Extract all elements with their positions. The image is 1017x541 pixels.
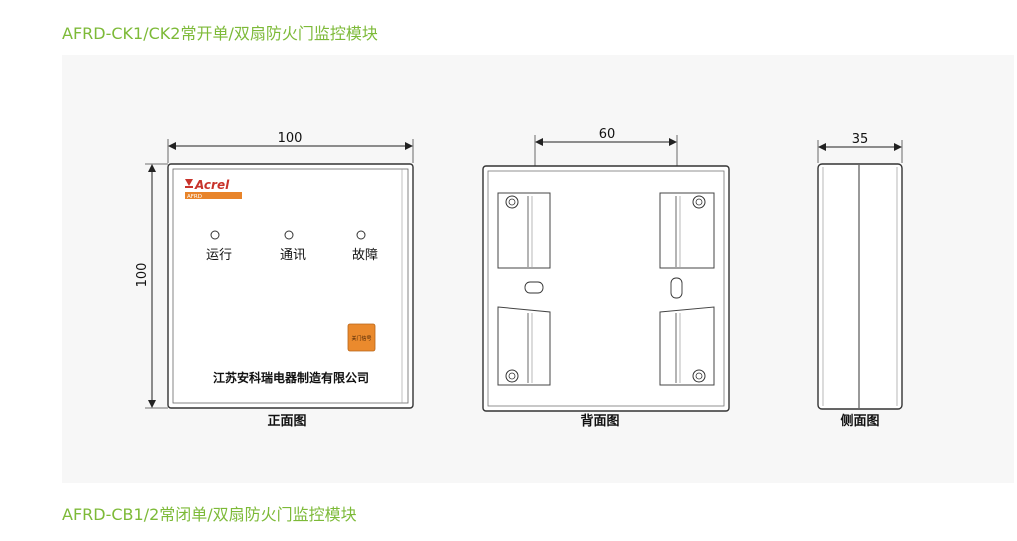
indicator-led-run (210, 230, 220, 240)
acrel-logo: Acrel AFRD (185, 178, 242, 200)
mount-bracket-bottom-left (497, 306, 551, 386)
back-spacing-dimension: 60 (599, 127, 616, 142)
dimension-drawing: 100 100 Acrel AFRD 运行 (135, 127, 903, 429)
indicator-led-comm (284, 230, 294, 240)
indicator-fault: 故障 (352, 230, 378, 263)
front-view-caption: 正面图 (267, 414, 306, 429)
keyhole-slot (524, 281, 544, 294)
side-view-caption: 侧面图 (840, 413, 879, 429)
indicator-run: 运行 (206, 230, 232, 263)
indicator-comm: 通讯 (280, 230, 306, 263)
indicator-label-fault: 故障 (352, 248, 378, 263)
close-door-button-label: 关门信号 (351, 335, 371, 342)
logo-sub-text: AFRD (187, 194, 202, 200)
side-depth-dimension: 35 (852, 132, 869, 147)
mount-bracket-top-left (497, 192, 551, 294)
indicator-label-comm: 通讯 (280, 248, 306, 263)
back-view: 60 (482, 127, 730, 429)
mount-bracket-bottom-right (659, 306, 715, 386)
section-title-cb: AFRD-CB1/2常闭单/双扇防火门监控模块 (62, 505, 357, 524)
side-housing (817, 163, 903, 410)
front-view: 100 100 Acrel AFRD 运行 (135, 131, 414, 429)
section-title-ck: AFRD-CK1/CK2常开单/双扇防火门监控模块 (62, 24, 378, 43)
dimension-drawing-panel: 100 100 Acrel AFRD 运行 (62, 55, 1014, 483)
front-width-dimension: 100 (278, 131, 303, 146)
mount-bracket-top-right (659, 192, 715, 299)
indicator-led-fault (356, 230, 366, 240)
indicator-label-run: 运行 (206, 248, 232, 263)
keyhole-slot (670, 277, 683, 299)
logo-text: Acrel (194, 178, 230, 192)
back-view-caption: 背面图 (580, 413, 619, 429)
logo-band (185, 192, 242, 199)
side-view: 35 侧面图 (817, 132, 903, 429)
close-door-button (347, 323, 376, 352)
company-name: 江苏安科瑞电器制造有限公司 (213, 370, 369, 385)
front-height-dimension: 100 (135, 263, 150, 288)
